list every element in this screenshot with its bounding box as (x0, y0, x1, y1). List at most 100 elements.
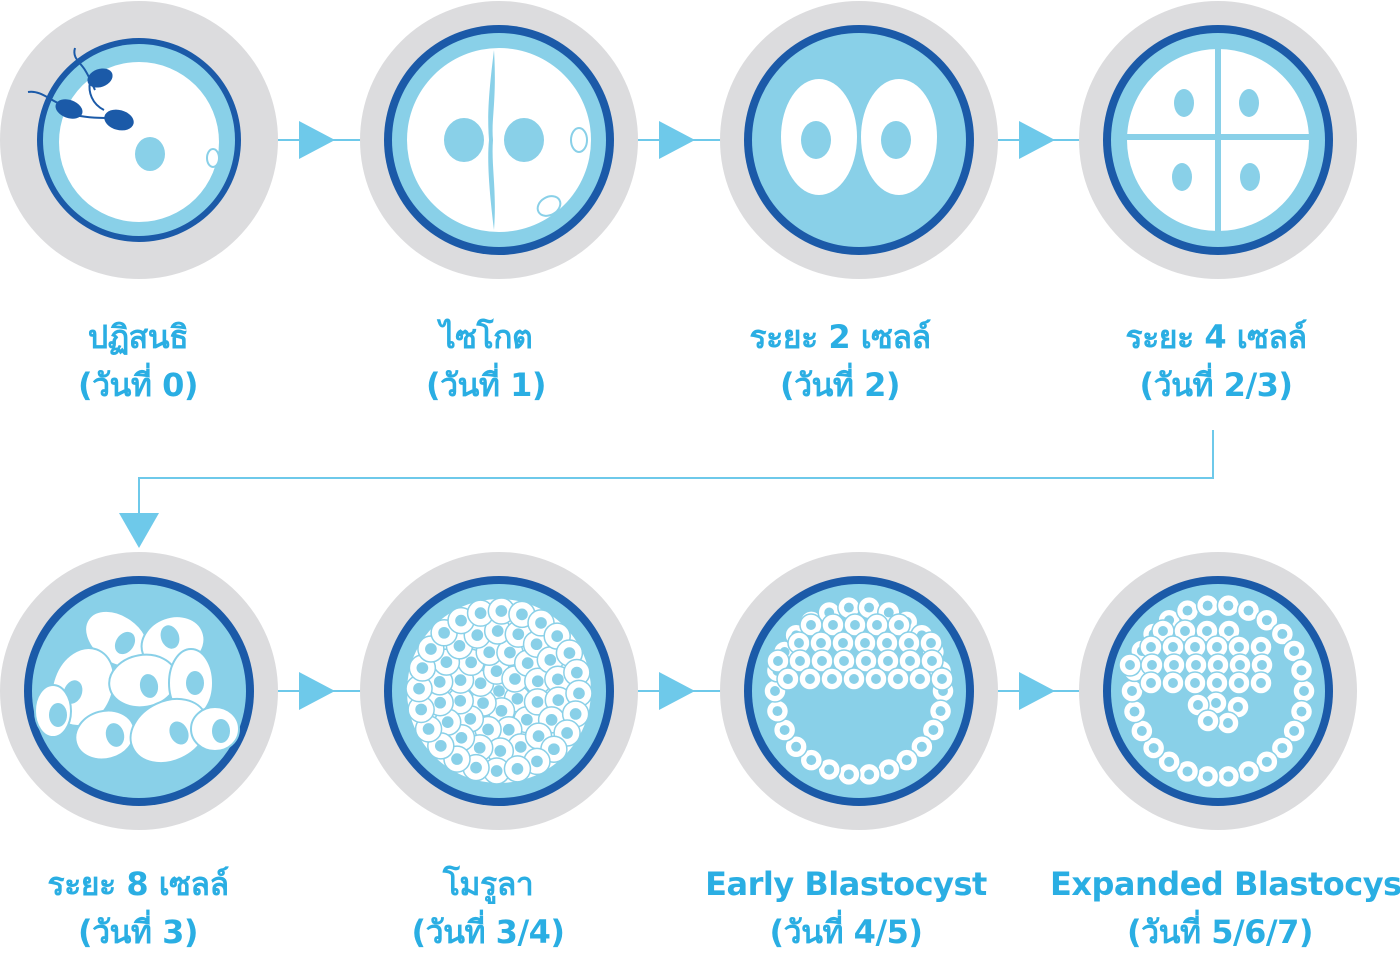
nucleus (490, 665, 503, 678)
nucleus (1296, 706, 1307, 717)
arrow-down-icon (119, 513, 159, 548)
nucleus (1212, 678, 1222, 688)
nucleus (783, 674, 793, 684)
nucleus (916, 741, 927, 752)
nucleus (1129, 706, 1140, 717)
stage-day: (วันที่ 3) (77, 913, 199, 951)
cleavage-line (488, 50, 495, 230)
nucleus (882, 638, 892, 648)
nucleus (1127, 686, 1137, 696)
nucleus (817, 656, 827, 666)
nucleus (805, 674, 815, 684)
nucleus (415, 703, 428, 716)
nucleus (535, 617, 547, 629)
polar-body (536, 195, 562, 217)
nucleus (861, 656, 871, 666)
nucleus (928, 725, 939, 735)
stage-day: (วันที่ 2) (779, 366, 901, 404)
nucleus (416, 662, 429, 674)
stage-day: (วันที่ 0) (77, 366, 199, 404)
sperm-head (87, 68, 113, 88)
nucleus (881, 121, 911, 159)
nucleus (545, 714, 558, 726)
nucleus (904, 638, 914, 648)
arrow-right-icon (1019, 672, 1055, 710)
nucleus (779, 725, 790, 735)
nucleus (1190, 678, 1200, 688)
nucleus (1240, 163, 1260, 191)
nucleus (454, 674, 467, 686)
nucleus (1172, 163, 1192, 191)
sperm-tail (88, 81, 105, 111)
nucleus (883, 607, 894, 618)
cell-edge (1121, 43, 1315, 237)
nucleus (1296, 665, 1307, 676)
nucleus (864, 769, 875, 780)
pronucleus-left (444, 118, 484, 162)
stage-name: โมรูลา (442, 865, 534, 903)
arrow-right-icon (1019, 121, 1055, 159)
nucleus (1168, 678, 1178, 688)
stage-morula (360, 552, 638, 830)
nucleus (864, 602, 875, 613)
nucleus (1213, 660, 1223, 670)
nucleus (471, 629, 484, 641)
nucleus (561, 727, 573, 739)
nucleus (531, 675, 544, 688)
stage-day: (วันที่ 4/5) (769, 913, 923, 951)
stage-label-expanded-blastocyst: Expanded Blastocyst (วันที่ 5/6/7) (1050, 860, 1400, 956)
nucleus (935, 706, 946, 717)
nucleus (894, 620, 904, 630)
pronucleus-right (504, 118, 544, 162)
stage-illustrations (0, 1, 1357, 830)
stage-label-four-cell: ระยะ 4 เซลล์ (วันที่ 2/3) (1046, 313, 1386, 409)
nucleus (871, 674, 881, 684)
nucleus (563, 647, 576, 659)
wrap-connector-line (138, 430, 1214, 520)
nucleus (1243, 766, 1254, 777)
nucleus (569, 708, 582, 720)
nucleus (1136, 726, 1147, 736)
stage-label-morula: โมรูลา (วันที่ 3/4) (318, 860, 658, 956)
nucleus (839, 656, 849, 666)
nucleus (1147, 660, 1157, 670)
nucleus (915, 674, 925, 684)
nucleus (548, 743, 560, 756)
nucleus (135, 137, 165, 171)
nucleus (422, 723, 435, 735)
stage-early-blastocyst (720, 552, 998, 830)
nucleus (770, 686, 780, 696)
nucleus (1299, 686, 1309, 696)
nucleus (795, 656, 805, 666)
nucleus (1233, 702, 1243, 712)
nucleus (494, 745, 507, 757)
nucleus (514, 741, 527, 753)
nucleus (1235, 660, 1245, 670)
stage-day: (วันที่ 1) (425, 366, 547, 404)
nucleus (509, 673, 521, 685)
stage-expanded-blastocyst (1079, 552, 1357, 830)
nucleus (1202, 600, 1213, 611)
nucleus (495, 605, 508, 617)
stage-name: Early Blastocyst (705, 865, 987, 903)
nucleus (883, 656, 893, 666)
stage-label-zygote: ไซโกต (วันที่ 1) (316, 313, 656, 409)
nucleus (1212, 642, 1222, 652)
nucleus (186, 671, 204, 695)
nucleus (433, 676, 446, 688)
nucleus (1174, 89, 1194, 117)
nucleus (544, 654, 557, 666)
sperm-head (55, 99, 83, 119)
flow-connectors (119, 121, 1214, 710)
nucleus (441, 716, 454, 728)
nucleus (521, 713, 533, 726)
nucleus (772, 706, 783, 717)
nucleus (883, 764, 894, 775)
stage-day: (วันที่ 2/3) (1139, 366, 1293, 404)
nucleus (1257, 660, 1267, 670)
arrow-right-icon (659, 121, 695, 159)
stage-zygote (360, 1, 638, 279)
nucleus (532, 730, 545, 742)
nucleus (1182, 766, 1193, 777)
